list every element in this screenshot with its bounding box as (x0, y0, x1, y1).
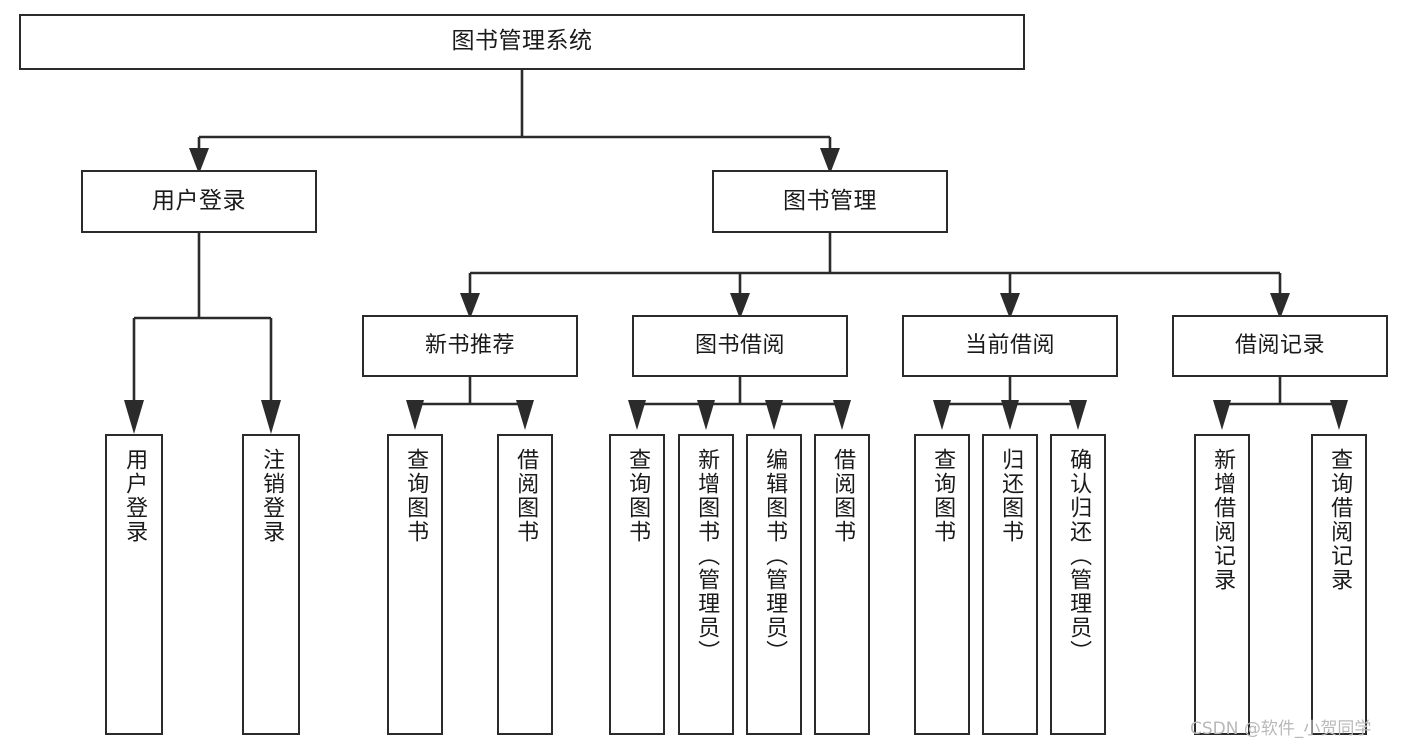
leaf-query-book-1-label: 查询图书 (403, 448, 429, 544)
arrowhead-new-book-leaf-1 (406, 400, 424, 430)
arrowhead-book-borrow-leaf-4 (833, 400, 851, 430)
arrowhead-book-borrow-leaf-3 (765, 400, 783, 430)
node-book-management-label: 图书管理 (783, 187, 877, 214)
watermark-text: CSDN @软件_小贺同学 (1190, 719, 1372, 739)
node-root[interactable]: 图书管理系统 (19, 14, 1025, 70)
leaf-confirm-return-label: 确认归还（管理员） (1066, 448, 1092, 664)
arrowhead-borrow-record-leaf-1 (1213, 400, 1231, 430)
leaf-borrow-book-1-label: 借阅图书 (513, 448, 539, 544)
arrowhead-user-login-leaf-2 (261, 400, 281, 434)
leaf-query-book-3-label: 查询图书 (930, 448, 956, 544)
arrowhead-new-book-leaf-2 (516, 400, 534, 430)
leaf-return-book[interactable]: 归还图书 (982, 434, 1038, 735)
arrowhead-current-borrow-leaf-1 (933, 400, 951, 430)
node-user-login[interactable]: 用户登录 (81, 170, 317, 233)
leaf-query-borrow-record[interactable]: 查询借阅记录 (1311, 434, 1367, 735)
node-new-book-recommend-label: 新书推荐 (424, 333, 515, 359)
leaf-edit-book-label: 编辑图书（管理员） (762, 448, 788, 664)
node-current-borrow[interactable]: 当前借阅 (902, 315, 1118, 377)
node-borrow-record[interactable]: 借阅记录 (1172, 315, 1388, 377)
node-user-login-label: 用户登录 (152, 187, 246, 214)
node-book-borrow-label: 图书借阅 (694, 333, 785, 359)
node-book-management[interactable]: 图书管理 (712, 170, 948, 233)
node-root-label: 图书管理系统 (451, 28, 593, 55)
leaf-return-book-label: 归还图书 (998, 448, 1024, 544)
arrowhead-borrow-record-leaf-2 (1330, 400, 1348, 430)
arrowhead-book-borrow-leaf-1 (628, 400, 646, 430)
arrowhead-current-borrow-leaf-2 (1001, 400, 1019, 430)
leaf-borrow-book-2-label: 借阅图书 (830, 448, 856, 544)
node-current-borrow-label: 当前借阅 (964, 333, 1055, 359)
leaf-add-borrow-record-label: 新增借阅记录 (1210, 448, 1236, 592)
leaf-user-login-label: 用户登录 (122, 448, 148, 544)
leaf-logout-login-label: 注销登录 (259, 448, 285, 544)
leaf-query-book-2-label: 查询图书 (625, 448, 651, 544)
leaf-query-book-3[interactable]: 查询图书 (914, 434, 970, 735)
leaf-borrow-book-1[interactable]: 借阅图书 (497, 434, 553, 735)
arrowhead-book-borrow-leaf-2 (697, 400, 715, 430)
leaf-logout-login[interactable]: 注销登录 (242, 434, 300, 735)
leaf-borrow-book-2[interactable]: 借阅图书 (814, 434, 870, 735)
leaf-edit-book[interactable]: 编辑图书（管理员） (746, 434, 802, 735)
node-book-borrow[interactable]: 图书借阅 (632, 315, 848, 377)
leaf-query-book-1[interactable]: 查询图书 (387, 434, 443, 735)
leaf-query-borrow-record-label: 查询借阅记录 (1327, 448, 1353, 592)
node-borrow-record-label: 借阅记录 (1234, 333, 1325, 359)
leaf-user-login[interactable]: 用户登录 (105, 434, 163, 735)
arrowhead-user-login-leaf-1 (124, 400, 144, 434)
arrowhead-current-borrow-leaf-3 (1069, 400, 1087, 430)
leaf-query-book-2[interactable]: 查询图书 (609, 434, 665, 735)
leaf-confirm-return[interactable]: 确认归还（管理员） (1050, 434, 1106, 735)
leaf-add-book-label: 新增图书（管理员） (694, 448, 720, 664)
leaf-add-borrow-record[interactable]: 新增借阅记录 (1194, 434, 1250, 735)
node-new-book-recommend[interactable]: 新书推荐 (362, 315, 578, 377)
leaf-add-book[interactable]: 新增图书（管理员） (678, 434, 734, 735)
